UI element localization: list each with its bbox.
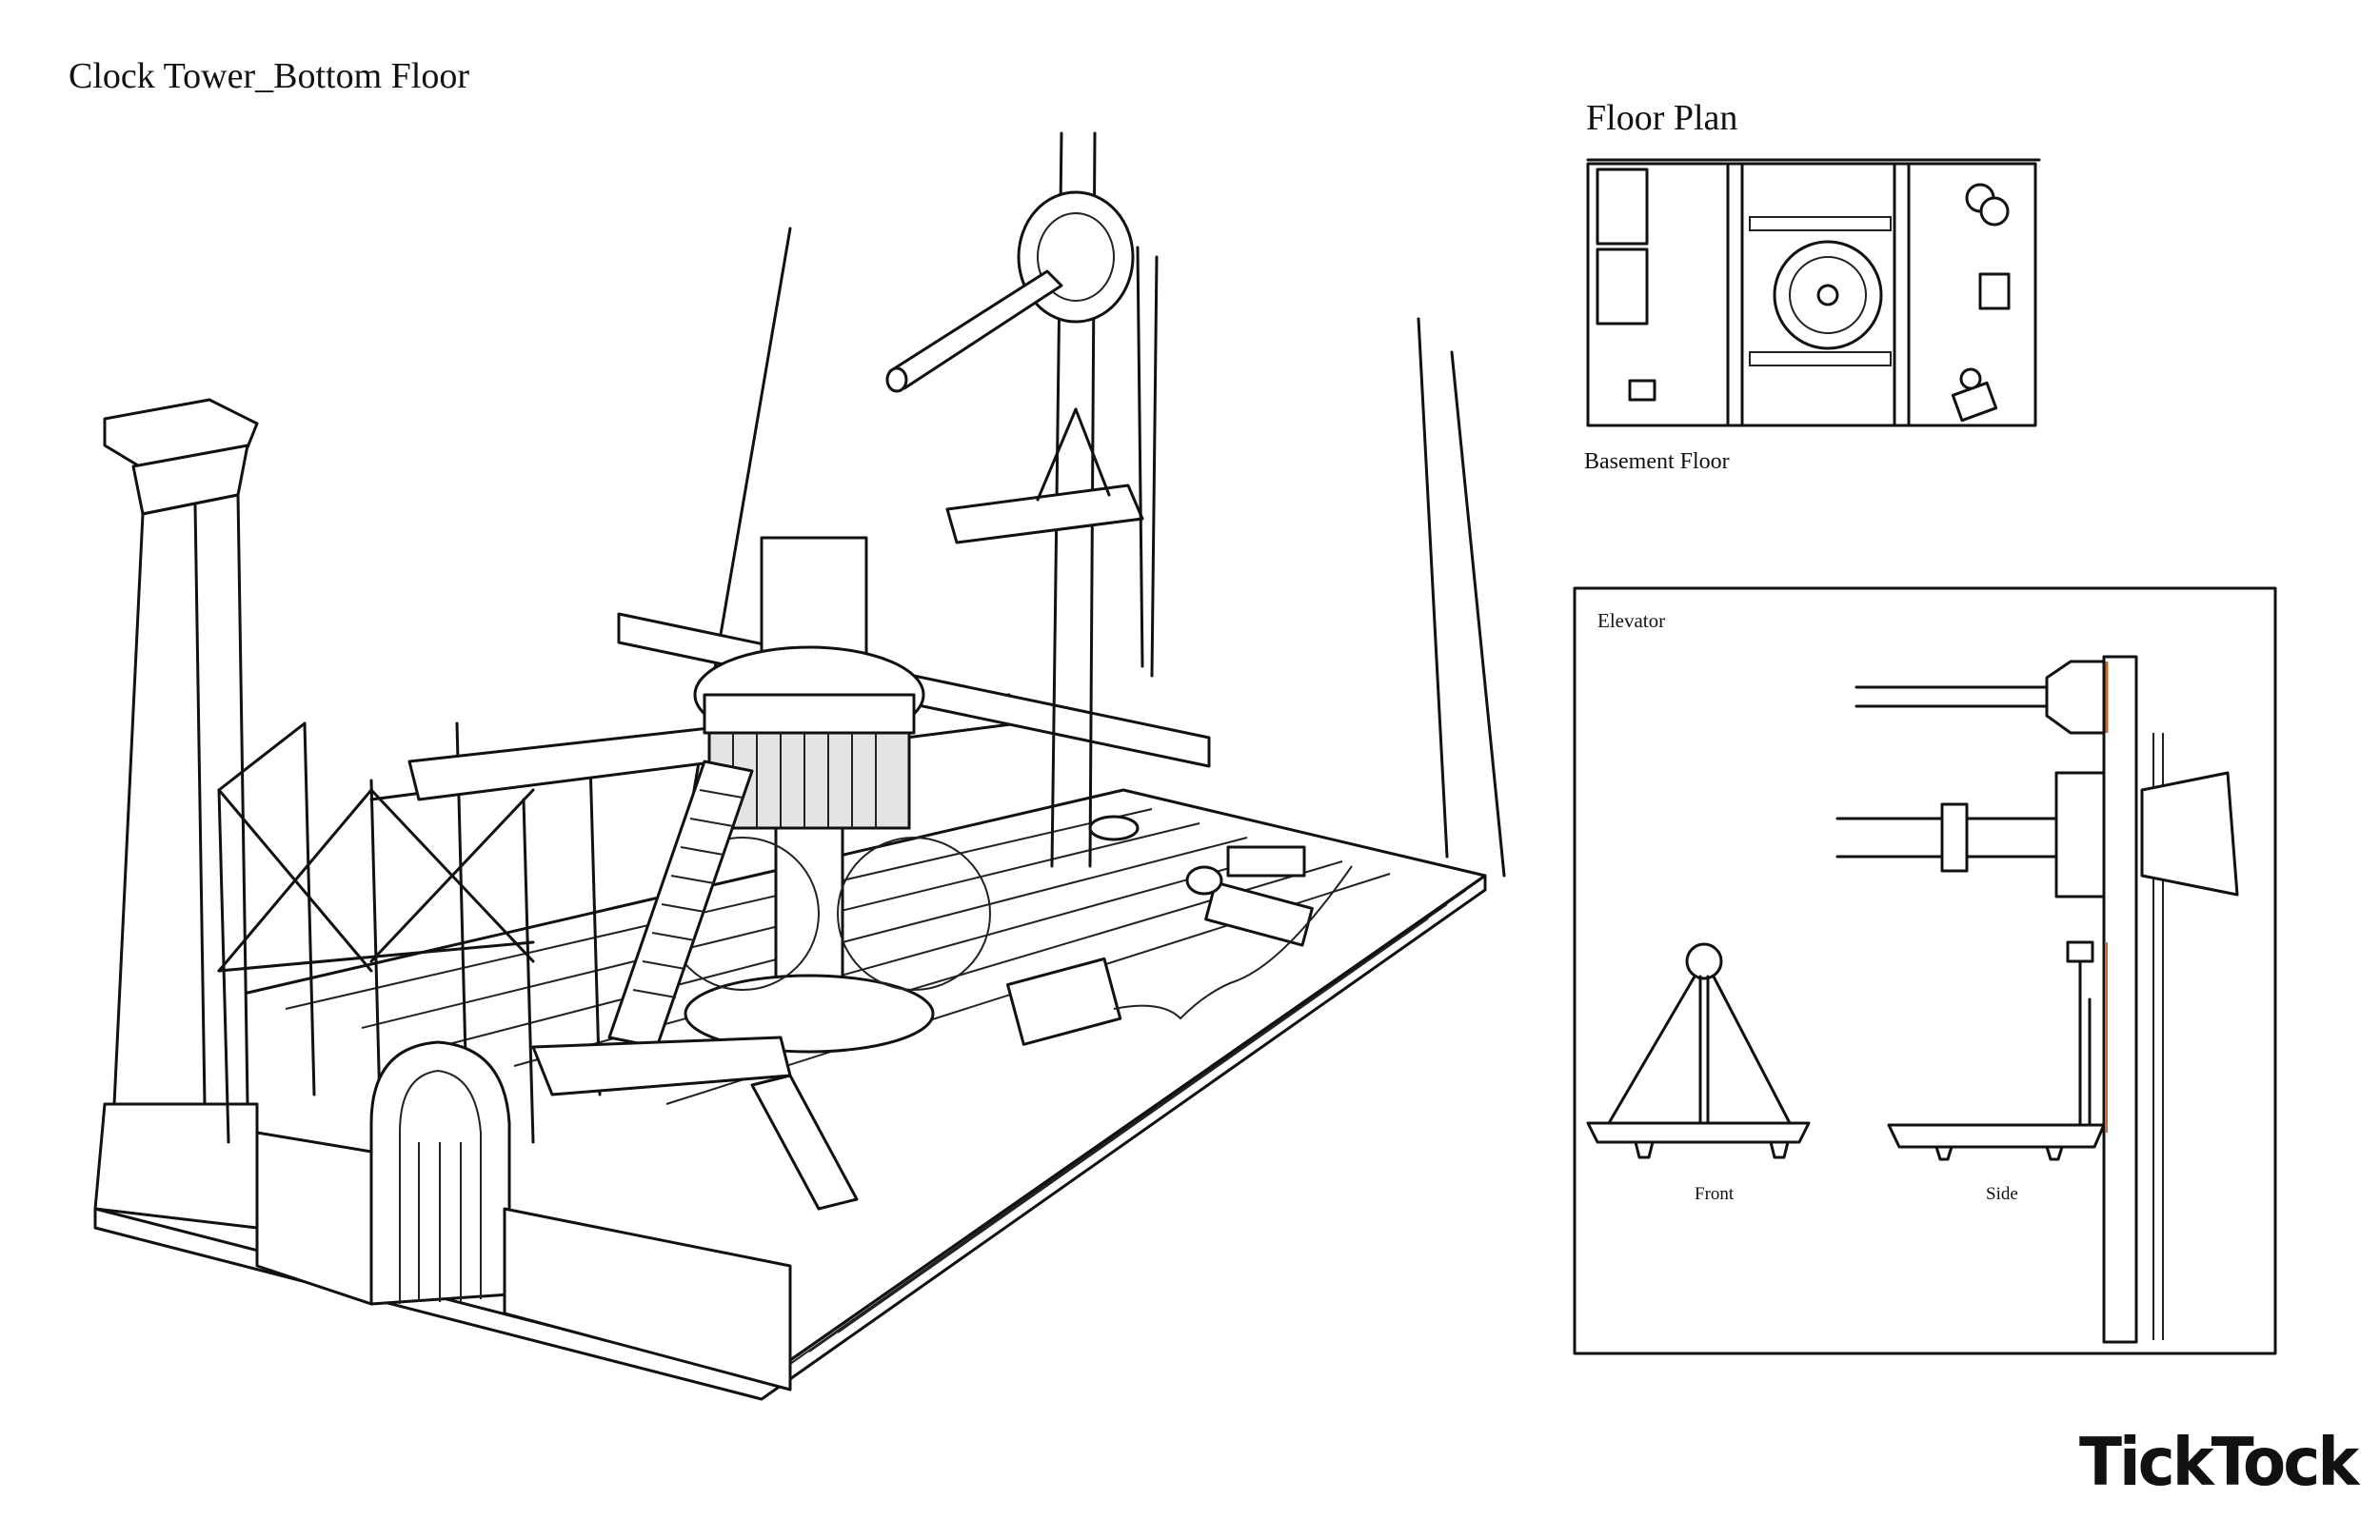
low-wall-left bbox=[255, 1131, 373, 1306]
side-platform bbox=[1887, 1123, 2106, 1149]
floor-plan-diagram bbox=[1586, 158, 2041, 427]
middle-gear bbox=[2054, 771, 2106, 898]
floor-plan-frame bbox=[1586, 162, 2037, 427]
sheet-title: Clock Tower_Bottom Floor bbox=[69, 56, 469, 96]
isometric-clock-tower-drawing bbox=[93, 131, 1506, 1401]
floor-plan-caption: Basement Floor bbox=[1584, 449, 1730, 474]
elevator-side-label: Side bbox=[1986, 1184, 2018, 1204]
elevator-tower bbox=[885, 131, 1159, 868]
plan-shelf-bottom bbox=[1596, 247, 1649, 326]
floor-props bbox=[1005, 815, 1353, 1046]
elevator-shaft-post bbox=[2102, 655, 2138, 1344]
elevator-panel-frame bbox=[1573, 586, 2277, 1355]
floor-plan-title: Floor Plan bbox=[1586, 98, 1738, 138]
plan-shelf-top bbox=[1596, 168, 1649, 246]
elevator-detail-panel bbox=[1573, 586, 2277, 1355]
low-wall-right bbox=[503, 1207, 792, 1392]
top-pulley bbox=[2045, 660, 2106, 735]
arched-gate bbox=[369, 1040, 511, 1306]
stairs bbox=[531, 760, 859, 1211]
elevator-front-label: Front bbox=[1695, 1184, 1735, 1204]
elevator-panel-title: Elevator bbox=[1597, 609, 1666, 632]
ticktock-logo: TickTock bbox=[2079, 1424, 2359, 1501]
scaffolding bbox=[217, 721, 602, 1144]
front-platform bbox=[1586, 1121, 1811, 1144]
central-gear-column bbox=[665, 536, 991, 1054]
stone-pillar bbox=[93, 398, 259, 1230]
side-bracket bbox=[2140, 771, 2239, 897]
